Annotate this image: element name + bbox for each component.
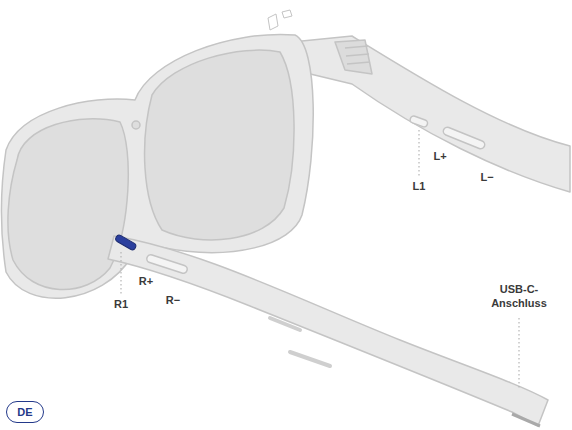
part-label: R+ (139, 275, 153, 289)
leader-line (518, 318, 519, 390)
lens (145, 50, 294, 240)
button-r-rocker (146, 254, 188, 275)
hinge (335, 40, 372, 74)
lens (8, 119, 128, 290)
left-temple (292, 36, 570, 192)
usb-port (512, 414, 540, 426)
badge-text: DE (17, 406, 32, 418)
button-r1 (114, 234, 137, 251)
part-label: R1 (114, 298, 128, 312)
part-label: R− (166, 294, 180, 308)
language-badge: DE (6, 401, 44, 423)
right-temple (108, 236, 548, 426)
part-label: L− (480, 171, 493, 185)
leader-line (120, 252, 121, 295)
button-l1 (409, 115, 428, 128)
glasses-frame (2, 34, 314, 298)
part-label: L1 (413, 180, 426, 194)
part-label: USB-C- Anschluss (483, 283, 555, 311)
part-label: L+ (433, 150, 446, 164)
leader-line (418, 130, 419, 177)
button-l-rocker (442, 126, 486, 150)
